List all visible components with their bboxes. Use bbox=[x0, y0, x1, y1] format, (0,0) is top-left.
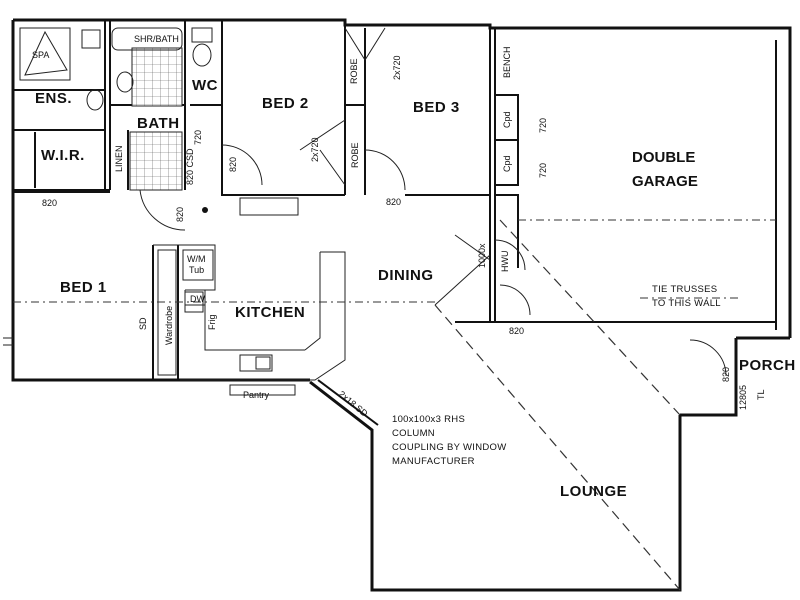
fixture-label-dw: DW bbox=[190, 294, 205, 304]
annotation-d2: 820 bbox=[228, 157, 238, 172]
dashed-lines bbox=[13, 219, 776, 591]
annotation-d19: SD bbox=[138, 317, 148, 330]
annotation-d18: TL bbox=[756, 389, 766, 400]
annotation-d1: 720 bbox=[193, 130, 203, 145]
room-label-cpd2: Cpd bbox=[502, 155, 512, 172]
room-labels: BED 1 BED 2 BED 3 BATH ENS. W.I.R. WC KI… bbox=[35, 46, 796, 500]
room-label-bed1: BED 1 bbox=[60, 279, 107, 296]
room-label-kitchen: KITCHEN bbox=[235, 304, 305, 321]
room-label-robe2: ROBE bbox=[350, 142, 360, 168]
fixture-label-laundry-top: W/M bbox=[187, 254, 206, 264]
annotation-d6: 720 bbox=[538, 163, 548, 178]
centre-marker bbox=[202, 207, 208, 213]
annotation-d20: 820 CSD bbox=[185, 148, 195, 185]
door-swings bbox=[139, 27, 727, 377]
room-label-wc: WC bbox=[192, 77, 218, 94]
room-label-dining: DINING bbox=[378, 267, 434, 284]
annotation-d15: 1000x bbox=[477, 243, 487, 268]
annotation-d8: 820 bbox=[386, 197, 401, 207]
note-rhs-line3: COUPLING BY WINDOW bbox=[392, 442, 506, 453]
annotation-d17: 12805 bbox=[738, 385, 748, 410]
room-label-bench: BENCH bbox=[502, 46, 512, 78]
room-label-wir: W.I.R. bbox=[41, 147, 85, 164]
fixture-label-wardrobe: Wardrobe bbox=[164, 306, 174, 345]
room-label-lounge: LOUNGE bbox=[560, 483, 627, 500]
room-label-robe1: ROBE bbox=[349, 58, 359, 84]
room-label-porch: PORCH bbox=[739, 357, 796, 374]
fixture-label-shower-bath: SHR/BATH bbox=[134, 34, 179, 44]
room-label-garage-line1: DOUBLE bbox=[632, 149, 695, 166]
fixture-label-spa: SPA bbox=[32, 50, 49, 60]
note-rhs-line4: MANUFACTURER bbox=[392, 456, 475, 467]
note-trusses-line2: TO THIS WALL bbox=[652, 298, 721, 309]
room-label-cpd1: Cpd bbox=[502, 111, 512, 128]
annotation-d3: 2x720 bbox=[392, 55, 402, 80]
annotation-d11: 820 bbox=[721, 367, 731, 382]
room-label-garage-line2: GARAGE bbox=[632, 173, 698, 190]
room-label-bed2: BED 2 bbox=[262, 95, 309, 112]
room-label-ensuite: ENS. bbox=[35, 90, 72, 107]
annotation-d9: 820 bbox=[42, 198, 57, 208]
note-trusses-line1: TIE TRUSSES bbox=[652, 284, 717, 295]
fixtures bbox=[19, 27, 273, 376]
fixture-label-laundry-bot: Tub bbox=[189, 265, 204, 275]
annotation-d5: 720 bbox=[538, 118, 548, 133]
annotation-d7: 820 bbox=[175, 207, 185, 222]
fixture-label-pantry: Pantry bbox=[243, 390, 270, 400]
annotation-hwu: HWU bbox=[500, 251, 510, 273]
annotation-d4: 2x720 bbox=[310, 137, 320, 162]
fixture-label-frig: Frig bbox=[207, 315, 217, 331]
interior-walls bbox=[3, 20, 776, 396]
fixture-labels: SPA SHR/BATH DW Pantry Frig Wardrobe W/M… bbox=[32, 34, 270, 400]
room-label-bed3: BED 3 bbox=[413, 99, 460, 116]
room-label-bath: BATH bbox=[137, 115, 180, 132]
note-rhs-line1: 100x100x3 RHS bbox=[392, 414, 465, 425]
note-rhs-line2: COLUMN bbox=[392, 428, 435, 439]
annotation-d10: 820 bbox=[509, 326, 524, 336]
room-label-linen: LINEN bbox=[114, 145, 124, 172]
